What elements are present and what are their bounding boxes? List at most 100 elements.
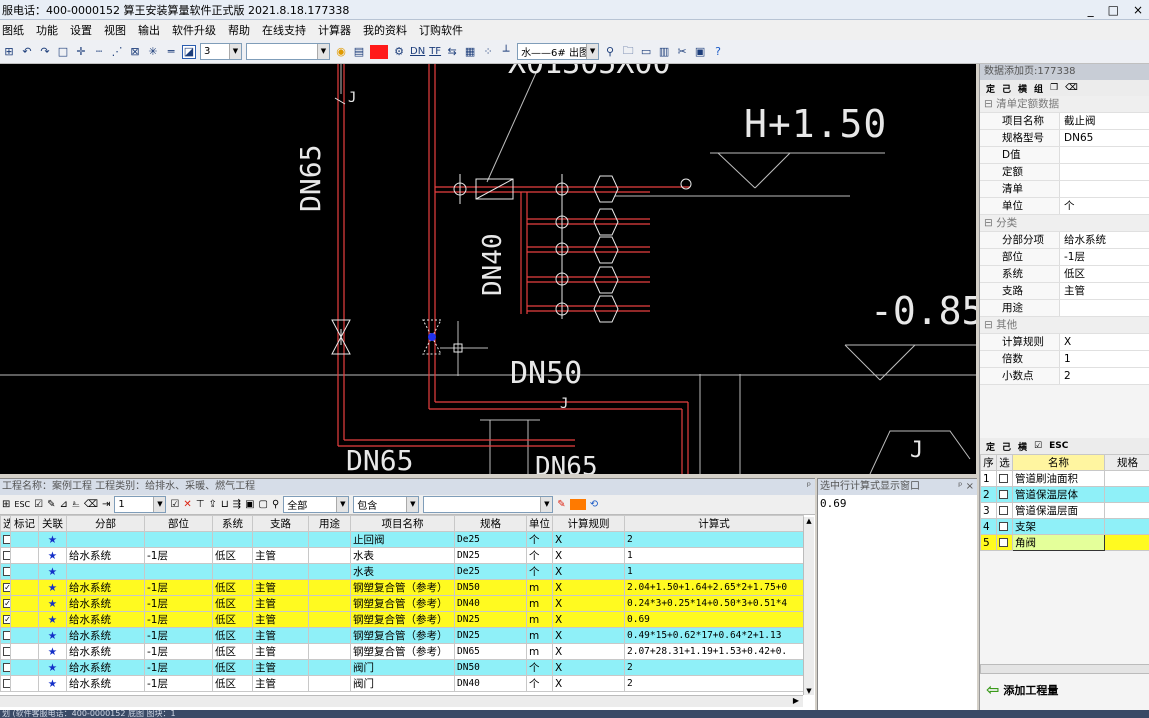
checkbox[interactable] bbox=[3, 631, 10, 640]
prop-row[interactable]: 用途 bbox=[980, 300, 1149, 317]
row-spec[interactable]: DN40 bbox=[454, 675, 527, 692]
row-spec[interactable]: De25 bbox=[454, 531, 527, 548]
row-checkbox[interactable] bbox=[0, 563, 11, 580]
element-spec[interactable] bbox=[1104, 502, 1149, 519]
binoculars-icon[interactable]: ⚲ bbox=[606, 45, 615, 58]
element-name[interactable]: 角阀 bbox=[1012, 534, 1105, 551]
col-header-system[interactable]: 系统 bbox=[212, 515, 253, 532]
checkbox[interactable] bbox=[3, 599, 10, 608]
row-division[interactable]: 给水系统 bbox=[66, 627, 145, 644]
row-mark[interactable] bbox=[10, 643, 39, 660]
row-branch[interactable]: 主管 bbox=[252, 595, 309, 612]
row-unit[interactable]: m bbox=[526, 627, 553, 644]
row-location[interactable]: -1层 bbox=[144, 675, 213, 692]
row-spec[interactable]: DN65 bbox=[454, 643, 527, 660]
row-spec[interactable]: DN50 bbox=[454, 659, 527, 676]
row-formula[interactable]: 2.07+28.31+1.19+1.53+0.42+0. bbox=[624, 643, 804, 660]
row-rule[interactable]: X bbox=[552, 563, 625, 580]
drawing-combo[interactable]: 水——6# 出图▼ bbox=[517, 43, 600, 60]
minimize-button[interactable]: _ bbox=[1087, 2, 1094, 17]
row-use[interactable] bbox=[308, 595, 351, 612]
prop-value[interactable]: X bbox=[1060, 334, 1149, 350]
star-icon[interactable]: ★ bbox=[38, 611, 67, 628]
row-system[interactable]: 低区 bbox=[212, 627, 253, 644]
row-spec[interactable]: De25 bbox=[454, 563, 527, 580]
row-spec[interactable]: DN25 bbox=[454, 627, 527, 644]
menu-item-help[interactable]: 帮助 bbox=[228, 24, 250, 37]
chart-icon[interactable]: ⊿ bbox=[59, 499, 68, 510]
row-formula[interactable]: 2 bbox=[624, 531, 804, 548]
prop-row[interactable]: 单位个 bbox=[980, 198, 1149, 215]
filter-mode-combo[interactable]: 包含▼ bbox=[353, 496, 420, 513]
pin-icon[interactable]: ᵖ bbox=[806, 481, 811, 492]
row-item-name[interactable]: 阀门 bbox=[350, 675, 455, 692]
row-branch[interactable]: 主管 bbox=[252, 611, 309, 628]
row-item-name[interactable]: 止回阀 bbox=[350, 531, 455, 548]
element-spec[interactable] bbox=[1104, 486, 1149, 503]
star-icon[interactable]: ★ bbox=[38, 547, 67, 564]
underline-icon[interactable]: ⎁ bbox=[71, 499, 80, 510]
prop-value[interactable] bbox=[1060, 164, 1149, 180]
prop-value[interactable]: -1层 bbox=[1060, 249, 1149, 265]
prop-tool-own[interactable]: 己 bbox=[1002, 84, 1012, 95]
prop-value[interactable] bbox=[1060, 300, 1149, 316]
row-location[interactable]: -1层 bbox=[144, 611, 213, 628]
menu-item-online-support[interactable]: 在线支持 bbox=[262, 24, 306, 37]
prop-value[interactable]: 给水系统 bbox=[1060, 232, 1149, 248]
row-location[interactable]: -1层 bbox=[144, 595, 213, 612]
row-checkbox[interactable] bbox=[0, 675, 11, 692]
row-division[interactable]: 给水系统 bbox=[66, 547, 145, 564]
row-formula[interactable]: 1 bbox=[624, 547, 804, 564]
row-checkbox[interactable] bbox=[0, 595, 11, 612]
star-icon[interactable]: ★ bbox=[38, 531, 67, 548]
prop-value[interactable]: 主管 bbox=[1060, 283, 1149, 299]
row-system[interactable]: 低区 bbox=[212, 547, 253, 564]
row-mark[interactable] bbox=[10, 579, 39, 596]
col-header-select[interactable]: 选 bbox=[0, 515, 11, 532]
row-unit[interactable]: 个 bbox=[526, 675, 553, 692]
formula-value[interactable]: 0.69 bbox=[820, 497, 847, 510]
row-unit[interactable]: 个 bbox=[526, 659, 553, 676]
col-header-formula[interactable]: 计算式 bbox=[624, 515, 804, 532]
element-row[interactable]: 1 管道刷油面积 bbox=[980, 470, 1149, 487]
row-location[interactable]: -1层 bbox=[144, 579, 213, 596]
row-location[interactable]: -1层 bbox=[144, 547, 213, 564]
prop-value[interactable]: 1 bbox=[1060, 351, 1149, 367]
row-unit[interactable]: m bbox=[526, 611, 553, 628]
esc-tool-button[interactable]: ESC bbox=[14, 500, 31, 509]
pen-icon[interactable]: ✎ bbox=[557, 499, 566, 510]
row-mark[interactable] bbox=[10, 611, 39, 628]
element-name[interactable]: 管道保温层面 bbox=[1012, 502, 1105, 519]
element-spec[interactable] bbox=[1104, 470, 1149, 487]
row-rule[interactable]: X bbox=[552, 547, 625, 564]
dots-icon[interactable]: ⁘ bbox=[483, 45, 493, 58]
row-location[interactable] bbox=[144, 563, 213, 580]
col-header-location[interactable]: 部位 bbox=[144, 515, 213, 532]
copy-icon[interactable]: ❐ bbox=[1050, 83, 1059, 93]
row-checkbox[interactable] bbox=[0, 659, 11, 676]
row-item-name[interactable]: 阀门 bbox=[350, 659, 455, 676]
row-mark[interactable] bbox=[10, 627, 39, 644]
row-rule[interactable]: X bbox=[552, 643, 625, 660]
folder-icon[interactable]: 🗀 bbox=[622, 44, 634, 57]
row-system[interactable]: 低区 bbox=[212, 659, 253, 676]
checkbox[interactable] bbox=[3, 615, 10, 624]
element-tool-define[interactable]: 定 bbox=[986, 442, 996, 453]
row-rule[interactable]: X bbox=[552, 595, 625, 612]
row-mark[interactable] bbox=[10, 659, 39, 676]
row-formula[interactable]: 0.49*15+0.62*17+0.64*2+1.13 bbox=[624, 627, 804, 644]
linetype-combo[interactable]: ▼ bbox=[246, 43, 330, 60]
row-system[interactable]: 低区 bbox=[212, 579, 253, 596]
prop-value[interactable]: 截止阀 bbox=[1060, 113, 1149, 129]
help-icon[interactable]: ? bbox=[715, 45, 721, 58]
row-location[interactable]: -1层 bbox=[144, 659, 213, 676]
prop-row[interactable]: D值 bbox=[980, 147, 1149, 164]
row-unit[interactable]: m bbox=[526, 579, 553, 596]
export-icon[interactable]: ⇶ bbox=[232, 499, 242, 510]
crosshair-icon[interactable]: ✛ bbox=[76, 45, 86, 58]
delete-icon[interactable]: ✕ bbox=[183, 499, 192, 510]
